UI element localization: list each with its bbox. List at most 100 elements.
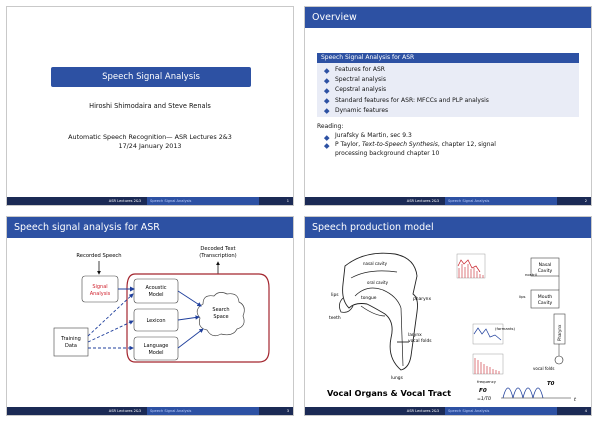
bullet-icon (324, 98, 330, 104)
formants-label: (formants) (495, 326, 516, 331)
bullet-icon (324, 143, 330, 149)
search-label: Search (212, 307, 229, 313)
list-item: Features for ASR (324, 65, 579, 75)
space-label: Space (213, 314, 228, 320)
recorded-speech-label: Recorded Speech (76, 253, 121, 259)
page-number: 4 (584, 409, 587, 413)
bullet-icon (324, 77, 330, 83)
footer-left: ASR Lectures 2&3 (108, 199, 141, 203)
overview-block: Speech Signal Analysis for ASR Features … (317, 53, 579, 117)
bullet-icon (324, 108, 330, 114)
oral-cavity-label: oral cavity (367, 280, 389, 285)
training-label: Training (60, 336, 81, 342)
page-number: 3 (286, 409, 289, 413)
arrow (177, 290, 202, 307)
pharynx-box (553, 313, 566, 345)
mouth-label: Mouth (538, 294, 552, 300)
acoustic-label: Acoustic (145, 285, 166, 291)
frame-title: Speech signal analysis for ASR (7, 217, 293, 238)
authors: Hiroshi Shimodaira and Steve Renals (89, 102, 211, 110)
list-item: Jurafsky & Martin, sec 9.3 (324, 132, 580, 141)
page-number: 1 (286, 199, 289, 203)
slide-overview: Overview Speech Signal Analysis for ASR … (304, 6, 592, 206)
footer-mid: Speech Signal Analysis (445, 407, 557, 415)
reading-label: Reading: (317, 123, 344, 130)
footer-mid: Speech Signal Analysis (147, 197, 259, 205)
language-label: Language (144, 343, 169, 349)
list-item: P Taylor, Text-to-Speech Synthesis, chap… (324, 141, 580, 150)
cavity-label: Cavity (538, 300, 553, 306)
footer-mid: Speech Signal Analysis (147, 407, 259, 415)
analysis-label: Analysis (90, 291, 111, 297)
nostril-label: nostril (525, 272, 537, 277)
vocal-folds-label: vocal folds (408, 338, 432, 344)
vocal-tract-illustration (339, 252, 418, 371)
list-item: Dynamic features (324, 106, 579, 116)
bullet-icon (324, 88, 330, 94)
language-model-label: Model (148, 350, 163, 356)
footer-left: ASR Lectures 2&3 (406, 199, 439, 203)
time-axis-label: t (574, 397, 577, 403)
list-item: Spectral analysis (324, 75, 579, 85)
f0-equation: =1/T0 (477, 396, 491, 402)
footer-mid: Speech Signal Analysis (445, 197, 557, 205)
source-spectrum (472, 353, 504, 375)
nasal-cavity-label: nasal cavity (363, 261, 388, 266)
frame-title: Speech production model (305, 217, 591, 238)
overview-list: Features for ASR Spectral analysis Cepst… (317, 63, 579, 116)
transcription-label: (Transcription) (199, 253, 236, 259)
glottal-waveform (501, 387, 571, 399)
larynx-label: larynx (408, 332, 422, 338)
nasal-cavity-box (530, 257, 560, 277)
dashed-arrow (87, 320, 134, 343)
slide-signal-analysis: Speech signal analysis for ASR Recorded … (6, 216, 294, 416)
bullet-icon (324, 67, 330, 73)
lips-label: lips (331, 292, 339, 298)
t0-label: T0 (547, 381, 555, 387)
tongue-label: tongue (361, 295, 377, 301)
bullet-icon (324, 134, 330, 140)
course-line: Automatic Speech Recognition— ASR Lectur… (68, 133, 232, 141)
slide-title: Speech Signal Analysis Hiroshi Shimodair… (6, 6, 294, 206)
frequency-label: frequency (477, 379, 497, 384)
pharynx-label: pharynx (413, 296, 431, 302)
arrow (177, 315, 200, 321)
source-icon (554, 355, 564, 365)
nasal-label: Nasal (539, 262, 552, 268)
teeth-label: teeth (329, 315, 341, 321)
list-item: Cepstral analysis (324, 85, 579, 95)
slide-footer: ASR Lectures 2&3 Speech Signal Analysis … (305, 407, 591, 415)
lungs-label: lungs (391, 375, 404, 381)
lips-out-label: lips (519, 294, 526, 299)
vocal-folds-label: vocal folds (533, 366, 554, 371)
list-item-continuation: processing background chapter 10 (335, 149, 440, 157)
acoustic-model-label: Model (148, 292, 163, 298)
data-label: Data (65, 343, 77, 349)
presentation-title: Speech Signal Analysis (51, 67, 251, 87)
arrow (177, 328, 204, 349)
slide-speech-production: Speech production model nasal cavity ora… (304, 216, 592, 416)
frame-title: Overview (305, 7, 591, 28)
figure-caption: Vocal Organs & Vocal Tract (327, 388, 451, 398)
speech-production-diagram: nasal cavity oral cavity lips teeth tong… (327, 252, 577, 403)
formant-spectrum (472, 323, 504, 345)
slide-footer: ASR Lectures 2&3 Speech Signal Analysis … (305, 197, 591, 205)
output-spectrum (456, 253, 486, 279)
block-title: Speech Signal Analysis for ASR (317, 53, 579, 63)
reading-list: Jurafsky & Martin, sec 9.3 P Taylor, Tex… (324, 132, 580, 158)
training-data-box (53, 327, 89, 357)
cavity-label: Cavity (538, 268, 553, 274)
slide-footer: ASR Lectures 2&3 Speech Signal Analysis … (7, 197, 293, 205)
mouth-cavity-box (530, 289, 560, 309)
footer-left: ASR Lectures 2&3 (108, 409, 141, 413)
list-item: Standard features for ASR: MFCCs and PLP… (324, 96, 579, 106)
asr-block-diagram: Recorded Speech Decoded Text (Transcript… (53, 246, 270, 363)
lexicon-label: Lexicon (146, 318, 165, 324)
f0-label: F0 (479, 388, 487, 394)
signal-label: Signal (92, 284, 107, 290)
pharynx-box-label: Pharynx (557, 324, 562, 341)
dashed-arrow (87, 293, 134, 337)
language-model-box (133, 336, 179, 361)
acoustic-model-box (133, 278, 179, 304)
decoded-text-label: Decoded Text (200, 246, 235, 252)
